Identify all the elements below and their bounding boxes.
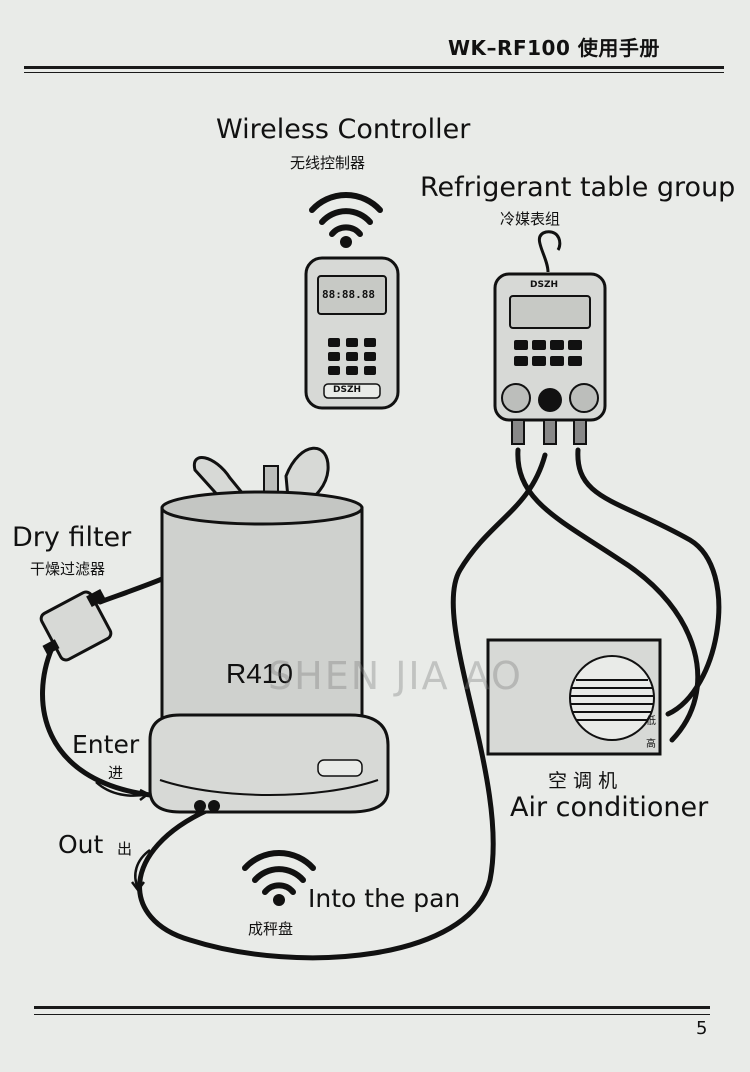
header-rule-thick [24,66,724,69]
label-refrigerant-table-group: Refrigerant table group [420,172,736,203]
label-air-conditioner: Air conditioner [510,792,709,823]
controller-brand: DSZH [333,385,362,395]
footer-rule-thick [34,1006,710,1009]
label-out: Out [58,830,104,859]
label-dry-filter-zh: 干燥过滤器 [30,560,106,578]
label-dry-filter: Dry filter [12,522,132,553]
air-conditioner-unit [486,638,662,756]
hose-pan-to-gauge [137,452,548,961]
wifi-icon-pan [242,849,316,895]
controller-display-text: 88:88.88 [322,288,375,301]
wifi-icon-controller-dot [340,236,352,248]
out-arrow-head [131,881,145,893]
refrigerant-gauge-device [493,230,607,445]
gauge-brand: DSZH [530,280,559,290]
wifi-icon-controller [309,191,383,237]
flow-arrows [95,781,151,893]
label-out-zh: 出 [117,840,133,858]
header-title: WK–RF100 使用手册 [448,36,660,60]
enter-arrow-head [139,788,151,801]
header-rule-thin [24,72,724,73]
hose-gauge-high-to-ac [575,447,722,717]
label-into-the-pan: Into the pan [308,884,461,913]
label-enter-zh: 进 [108,764,124,782]
watermark: SHEN JIA AO [268,654,523,698]
gauge-hook [538,230,562,273]
dry-filter [39,588,113,662]
label-into-the-pan-zh: 成秤盘 [248,920,294,938]
ac-high-label: 高 [646,739,656,750]
hose-filter-to-enter [40,645,153,798]
label-wireless-controller: Wireless Controller [216,114,471,145]
label-refrigerant-table-group-zh: 冷媒表组 [500,210,561,228]
scale-pan [148,713,390,814]
ac-low-label: 低 [646,716,656,727]
tank-label: R410 [226,658,293,689]
label-wireless-controller-zh: 无线控制器 [290,154,366,172]
label-enter: Enter [72,730,140,759]
out-arrow [134,848,151,889]
wifi-icon-pan-dot [273,894,285,906]
wireless-controller-device [304,256,400,410]
footer-rule-thin [34,1014,710,1015]
enter-arrow [95,781,149,797]
label-air-conditioner-zh: 空 调 机 [548,770,618,792]
page-number: 5 [696,1018,708,1039]
